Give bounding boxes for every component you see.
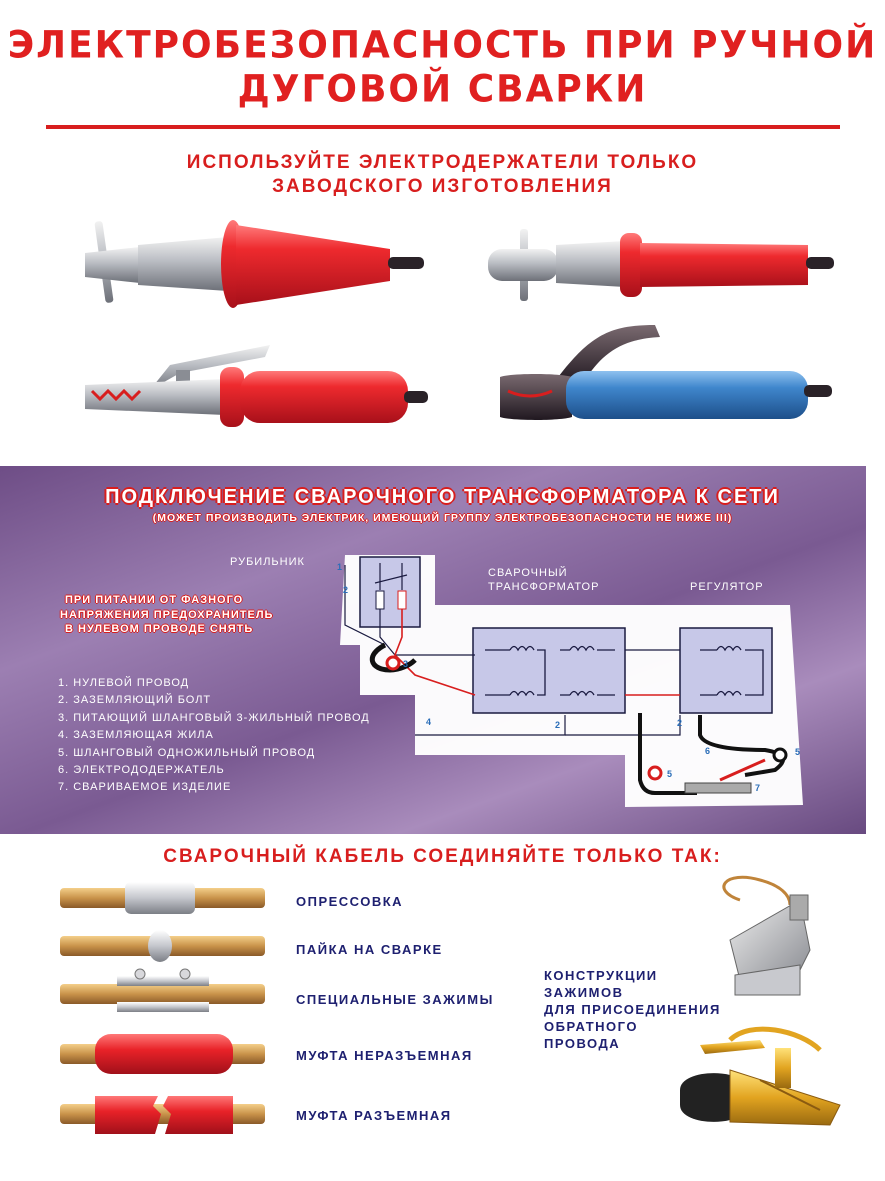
marker-1: 1 — [337, 562, 342, 572]
warning-line1: ПРИ ПИТАНИИ ОТ ФАЗНОГО — [65, 594, 244, 606]
regulator-label: РЕГУЛЯТОР — [690, 581, 764, 593]
join-solder — [60, 930, 265, 962]
electrode-holder-straight — [488, 229, 834, 301]
legend-item: 3. ПИТАЮЩИЙ ШЛАНГОВЫЙ 3-ЖИЛЬНЫЙ ПРОВОД — [58, 711, 370, 724]
legend-item: 5. ШЛАНГОВЫЙ ОДНОЖИЛЬНЫЙ ПРОВОД — [58, 746, 316, 759]
transformer-label-line2: ТРАНСФОРМАТОР — [488, 581, 600, 593]
marker-4: 4 — [426, 717, 431, 727]
return-clamps-illustration — [680, 875, 841, 1126]
join-label-solder: ПАЙКА НА СВАРКЕ — [296, 942, 443, 957]
regulator-box — [679, 627, 773, 714]
marker-2: 2 — [343, 585, 348, 595]
connection-heading: ПОДКЛЮЧЕНИЕ СВАРОЧНОГО ТРАНСФОРМАТОРА К … — [105, 486, 780, 508]
marker-6: 6 — [705, 746, 710, 756]
angle-clamp — [722, 875, 811, 996]
electrode-holder-blue — [500, 325, 832, 420]
clamps-label-line4: ОБРАТНОГО — [544, 1019, 638, 1034]
transformer-label-line1: СВАРОЧНЫЙ — [488, 567, 568, 579]
join-permanent-sleeve — [60, 1034, 265, 1074]
marker-3: 3 — [403, 659, 408, 669]
cable-heading: СВАРОЧНЫЙ КАБЕЛЬ СОЕДИНЯЙТЕ ТОЛЬКО ТАК: — [163, 846, 722, 867]
marker-5b: 5 — [667, 769, 672, 779]
join-label-clamps: СПЕЦИАЛЬНЫЕ ЗАЖИМЫ — [296, 992, 494, 1007]
legend-item: 7. СВАРИВАЕМОЕ ИЗДЕЛИЕ — [58, 781, 232, 794]
join-detachable-sleeve — [60, 1096, 265, 1134]
marker-2b: 2 — [555, 720, 560, 730]
warning-line2: НАПРЯЖЕНИЯ ПРЕДОХРАНИТЕЛЬ — [60, 609, 274, 621]
connection-subheading: (МОЖЕТ ПРОИЗВОДИТЬ ЭЛЕКТРИК, ИМЕЮЩИЙ ГРУ… — [152, 512, 733, 524]
clamps-label-line3: ДЛЯ ПРИСОЕДИНЕНИЯ — [544, 1002, 721, 1017]
electrode-holder-lever — [85, 345, 428, 427]
legend-item: 1. НУЛЕВОЙ ПРОВОД — [58, 677, 190, 689]
join-label-detachable: МУФТА РАЗЪЕМНАЯ — [296, 1108, 452, 1123]
clamps-label-line1: КОНСТРУКЦИИ — [544, 968, 658, 983]
switch-box — [359, 556, 421, 628]
legend-item: 2. ЗАЗЕМЛЯЮЩИЙ БОЛТ — [58, 694, 212, 707]
holders-heading-line1: ИСПОЛЬЗУЙТЕ ЭЛЕКТРОДЕРЖАТЕЛИ ТОЛЬКО — [186, 152, 699, 173]
marker-2c: 2 — [677, 718, 682, 728]
legend-item: 6. ЭЛЕКТРОДОДЕРЖАТЕЛЬ — [58, 763, 225, 776]
join-crimp — [60, 882, 265, 914]
join-label-crimp: ОПРЕССОВКА — [296, 894, 404, 909]
clamps-label-line2: ЗАЖИМОВ — [544, 985, 624, 1000]
join-label-permanent: МУФТА НЕРАЗЪЕМНАЯ — [296, 1048, 473, 1063]
poster-title-line2: ДУГОВОЙ СВАРКИ — [237, 67, 648, 111]
switch-label: РУБИЛЬНИК — [230, 556, 305, 568]
holders-heading-line2: ЗАВОДСКОГО ИЗГОТОВЛЕНИЯ — [272, 176, 613, 197]
electrode-holder-cone — [85, 220, 424, 308]
transformer-box — [472, 627, 626, 714]
poster-title-line1: ЭЛЕКТРОБЕЗОПАСНОСТЬ ПРИ РУЧНОЙ — [7, 23, 878, 67]
marker-5a: 5 — [795, 747, 800, 757]
legend-item: 4. ЗАЗЕМЛЯЮЩАЯ ЖИЛА — [58, 729, 214, 742]
spring-clamp — [680, 1026, 841, 1126]
warning-line3: В НУЛЕВОМ ПРОВОДЕ СНЯТЬ — [65, 623, 254, 635]
join-clamps — [60, 968, 265, 1012]
title-divider — [46, 125, 840, 129]
wiring-diagram: 1 2 3 4 5 2 2 6 5 7 — [337, 555, 803, 807]
diagram-legend: 1. НУЛЕВОЙ ПРОВОД 2. ЗАЗЕМЛЯЮЩИЙ БОЛТ 3.… — [58, 677, 370, 799]
marker-7: 7 — [755, 783, 760, 793]
electrode-holders-illustration — [85, 220, 834, 427]
clamps-label-line5: ПРОВОДА — [544, 1036, 621, 1051]
cable-joins-illustration — [60, 882, 265, 1134]
